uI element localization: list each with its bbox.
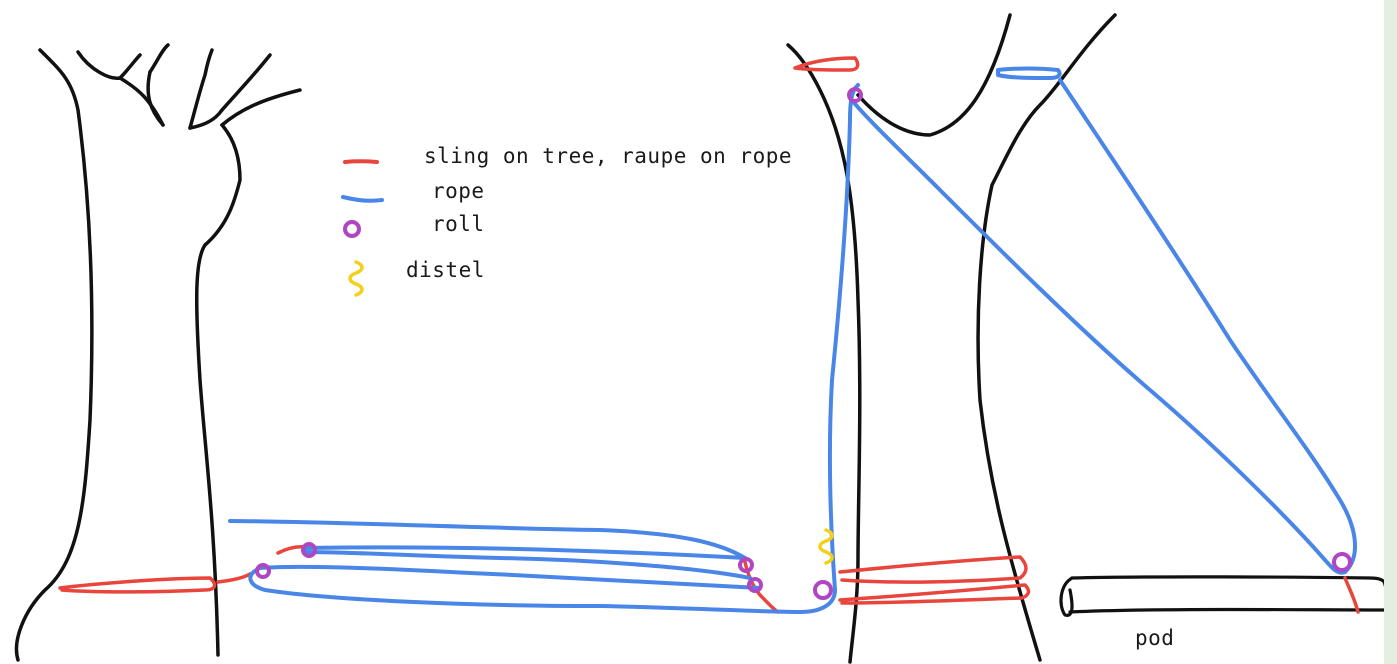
legend-distel-icon: [348, 260, 364, 297]
roll-3: [738, 557, 754, 573]
roll-7: [1332, 552, 1352, 572]
legend-sling-label: sling on tree, raupe on rope: [424, 144, 793, 168]
roll-2: [301, 542, 317, 558]
left-tree: [14, 43, 302, 662]
roll-5: [813, 580, 833, 600]
roll-4: [747, 577, 763, 593]
legend-roll-icon: [343, 220, 361, 238]
legend-rope-icon: [341, 195, 384, 203]
pod-label: pod: [1135, 626, 1175, 650]
legend-icons: [341, 159, 384, 297]
rolls: [255, 87, 1352, 600]
right-tree: [786, 13, 1117, 664]
legend-sling-icon: [343, 159, 379, 164]
distel-knot: [818, 528, 834, 565]
legend-rope-label: rope: [432, 179, 485, 203]
legend-roll-label: roll: [432, 212, 485, 236]
legend-distel-label: distel: [406, 258, 485, 282]
rope-lines: [228, 66, 1357, 614]
roll-1: [255, 563, 271, 579]
slings: [58, 56, 1360, 614]
log-drawing: [1059, 575, 1392, 617]
roll-6: [847, 87, 863, 103]
side-scroll-strip: [1384, 0, 1397, 664]
